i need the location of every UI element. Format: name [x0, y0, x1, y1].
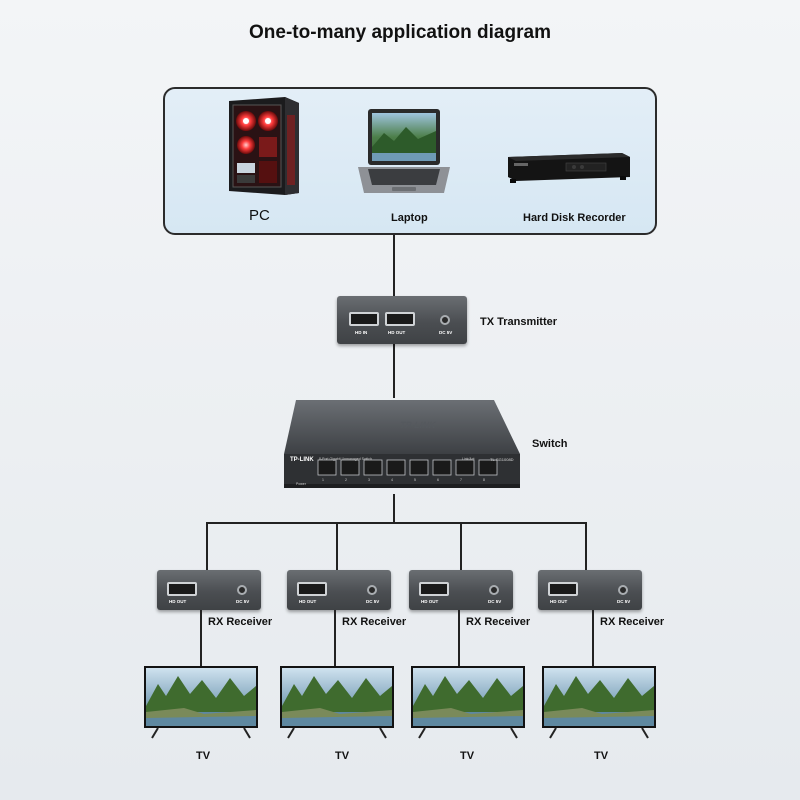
dc-power-jack-icon	[618, 585, 628, 595]
pc-label: PC	[249, 207, 270, 224]
network-switch-icon	[284, 400, 520, 488]
rx-to-tv-line	[458, 610, 460, 666]
rx-power-label: DC 5V	[236, 599, 250, 604]
laptop-label: Laptop	[391, 212, 428, 224]
rx-to-tv-line	[592, 610, 594, 666]
tv-label: TV	[460, 750, 475, 762]
switch-label: Switch	[532, 438, 568, 450]
bus-drop-1	[206, 522, 208, 570]
switch-link-label: Link/Act	[462, 457, 475, 461]
hdmi-in-label: HD IN	[355, 330, 368, 335]
rx-power-label: DC 5V	[488, 599, 502, 604]
tv-label: TV	[335, 750, 350, 762]
dc-power-jack-icon	[237, 585, 247, 595]
source-devices-panel: PC Laptop Hard Disk Recorder	[163, 87, 657, 235]
switch-top-logo: TP-LINK	[398, 420, 438, 430]
switch-to-bus-line	[393, 494, 395, 524]
hdmi-out-port-icon	[167, 582, 197, 596]
switch-model: TL-SG1008D	[490, 457, 514, 462]
rx-receiver-device: HD OUT DC 5V	[287, 570, 391, 610]
tv-label: TV	[196, 750, 211, 762]
bus-drop-2	[336, 522, 338, 570]
dc-power-jack-icon	[367, 585, 377, 595]
rx-to-tv-line	[200, 610, 202, 666]
rx-receiver-device: HD OUT DC 5V	[409, 570, 513, 610]
hdmi-out-label: HD OUT	[388, 330, 406, 335]
rx-port-label: HD OUT	[299, 599, 317, 604]
recorder-label: Hard Disk Recorder	[523, 212, 626, 224]
dc-power-jack-icon	[489, 585, 499, 595]
pc-tower-icon	[229, 97, 299, 195]
switch-brand: TP-LINK	[290, 457, 314, 463]
switch-port-number: 3	[368, 478, 370, 482]
switch-port-number: 2	[345, 478, 347, 482]
bus-drop-3	[460, 522, 462, 570]
tx-transmitter-device: HD IN HD OUT DC 5V	[337, 296, 467, 344]
rx-port-label: HD OUT	[550, 599, 568, 604]
switch-port-number: 5	[414, 478, 416, 482]
tx-to-switch-line	[393, 344, 395, 398]
diagram-title: One-to-many application diagram	[249, 22, 551, 43]
hdmi-out-port-icon	[419, 582, 449, 596]
dc-power-label: DC 5V	[439, 330, 453, 335]
rx-receiver-device: HD OUT DC 5V	[538, 570, 642, 610]
switch-power-label: Power	[296, 482, 306, 486]
switch-port-number: 6	[437, 478, 439, 482]
tv-icon	[411, 666, 525, 739]
rx-receiver-label: RX Receiver	[466, 616, 531, 628]
source-to-tx-line	[393, 235, 395, 297]
rx-receiver-label: RX Receiver	[342, 616, 407, 628]
bus-drop-4	[585, 522, 587, 570]
rx-to-tv-line	[334, 610, 336, 666]
hdmi-in-port-icon	[349, 312, 379, 326]
rx-receiver-label: RX Receiver	[208, 616, 273, 628]
hdmi-out-port-icon	[385, 312, 415, 326]
tv-icon	[542, 666, 656, 739]
switch-port-numbers: 1 2 3 4 5 6 7 8	[318, 478, 502, 484]
switch-port-number: 4	[391, 478, 393, 482]
distribution-bus-line	[206, 522, 586, 524]
rx-power-label: DC 5V	[617, 599, 631, 604]
switch-port-number: 8	[483, 478, 485, 482]
laptop-icon	[358, 109, 450, 193]
tx-transmitter-label: TX Transmitter	[480, 316, 558, 328]
tv-label: TV	[594, 750, 609, 762]
switch-port-number: 7	[460, 478, 462, 482]
hdmi-out-port-icon	[297, 582, 327, 596]
tv-icon	[280, 666, 394, 739]
rx-receiver-device: HD OUT DC 5V	[157, 570, 261, 610]
switch-port-number: 1	[322, 478, 324, 482]
hard-disk-recorder-icon	[508, 153, 630, 183]
rx-power-label: DC 5V	[366, 599, 380, 604]
rx-port-label: HD OUT	[169, 599, 187, 604]
dc-power-jack-icon	[440, 315, 450, 325]
tv-icon	[144, 666, 258, 739]
switch-description: 8-Port Gigabit Unmanaged Switch	[319, 457, 372, 461]
rx-port-label: HD OUT	[421, 599, 439, 604]
hdmi-out-port-icon	[548, 582, 578, 596]
rx-receiver-label: RX Receiver	[600, 616, 665, 628]
